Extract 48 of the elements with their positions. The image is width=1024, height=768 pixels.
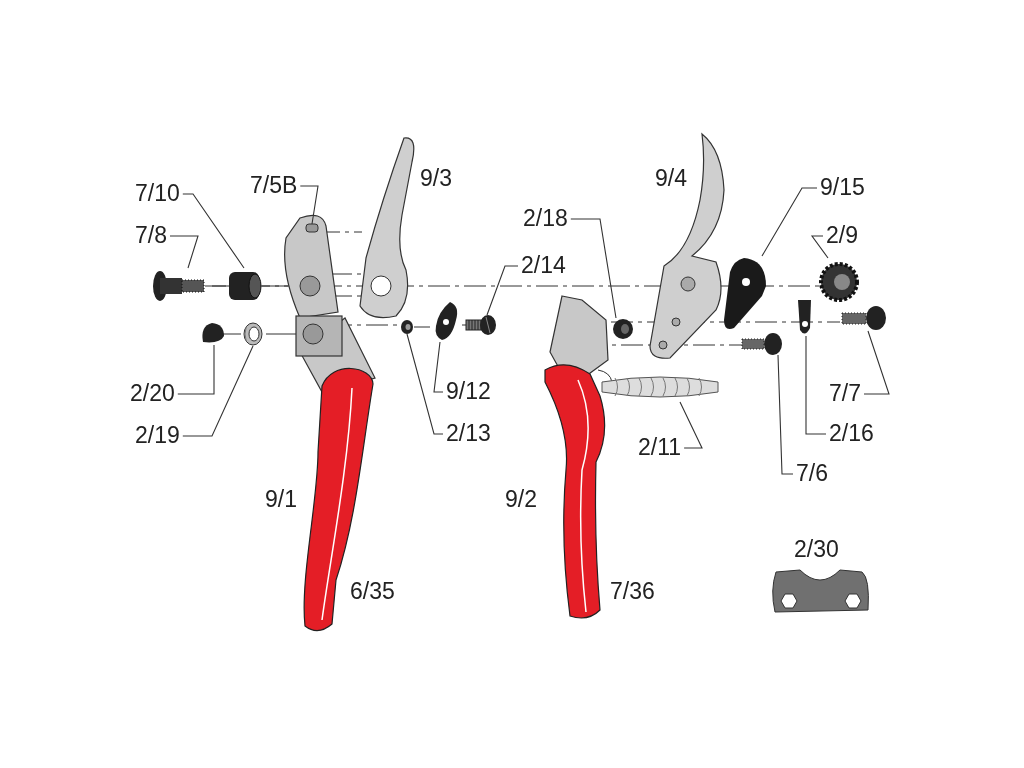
leader-line — [805, 335, 827, 435]
callout-number: 2/19 — [135, 422, 180, 448]
callout-number: 9/12 — [446, 378, 491, 404]
callout-number: 7/8 — [135, 222, 167, 248]
leader-line — [177, 344, 215, 395]
callout-number: 2/20 — [130, 380, 175, 406]
leader-line — [570, 218, 617, 319]
callout-number: 9/2 — [505, 486, 537, 512]
callout-number: 2/13 — [446, 420, 491, 446]
leader-line — [406, 333, 444, 435]
leader-line — [182, 193, 245, 269]
leader-line — [761, 187, 818, 257]
callout-number: 9/3 — [420, 165, 452, 191]
washer — [400, 320, 414, 334]
leader-line — [169, 235, 199, 269]
screw — [842, 306, 886, 331]
callout-number: 2/14 — [521, 252, 566, 278]
callout-number: 2/11 — [638, 434, 682, 460]
plate — [722, 256, 768, 332]
screw — [742, 333, 782, 355]
callout-number: 9/15 — [820, 174, 865, 200]
callout-number: 2/16 — [829, 420, 874, 446]
screw — [466, 315, 496, 335]
callout-number: 9/4 — [655, 165, 687, 191]
callout-number: 7/5B — [250, 172, 298, 198]
callout-number: 7/36 — [610, 578, 655, 604]
callout-number: 6/35 — [350, 578, 395, 604]
leader-line — [486, 265, 519, 316]
callout-number: 7/10 — [135, 180, 180, 206]
leader-line — [810, 235, 829, 259]
leader-line — [863, 330, 890, 395]
nut — [612, 318, 634, 340]
leader-line — [299, 185, 319, 225]
callout-number: 2/30 — [794, 536, 839, 562]
callout-number: 2/9 — [826, 222, 858, 248]
cap — [200, 320, 225, 345]
leader-line — [182, 345, 254, 437]
leader-line — [777, 354, 794, 475]
callout-number: 7/7 — [829, 380, 861, 406]
leader-line — [679, 401, 703, 449]
bolt — [152, 268, 206, 304]
callout-number: 7/6 — [796, 460, 828, 486]
callout-number: 9/1 — [265, 486, 297, 512]
ring — [241, 322, 265, 346]
callout-number: 2/18 — [523, 205, 568, 231]
pin — [306, 224, 318, 232]
latch — [795, 298, 813, 336]
leader-line — [433, 341, 444, 393]
